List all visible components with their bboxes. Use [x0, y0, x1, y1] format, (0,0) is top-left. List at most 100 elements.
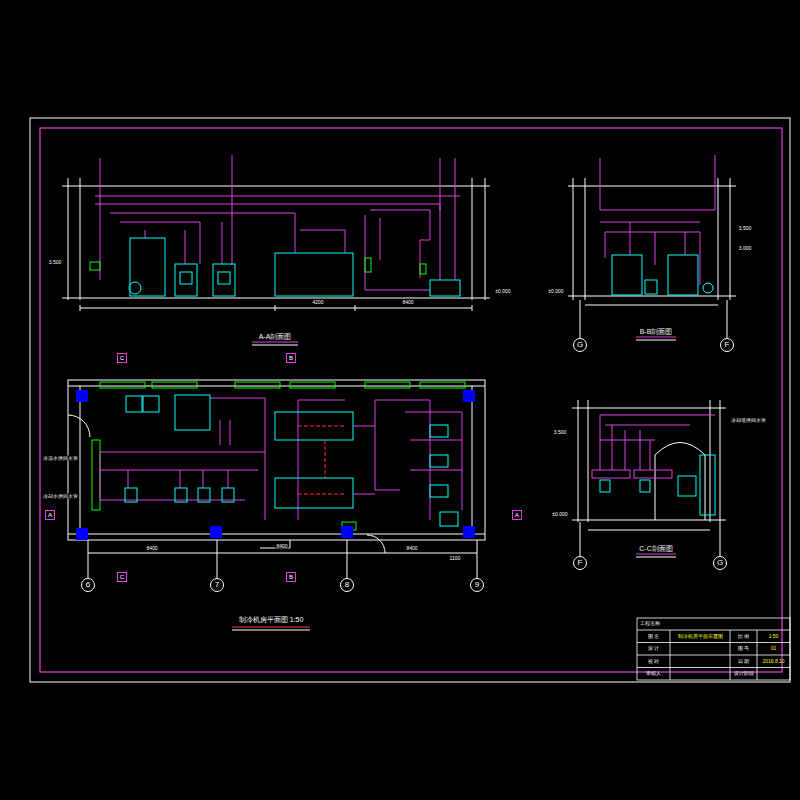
- plan-view-part-part: [420, 382, 465, 388]
- title-block-grid: [637, 618, 790, 680]
- section-aa-part-part: [90, 262, 100, 270]
- plan-view-part-part: [325, 440, 326, 478]
- section-bb-part-part: [730, 178, 731, 300]
- plan-view-part: [92, 382, 465, 530]
- section-cc-part-part: [605, 425, 690, 426]
- plan-view-part-part: [222, 488, 234, 502]
- plan-view-part-part: [375, 400, 430, 520]
- section-cc-part-part: [720, 522, 721, 556]
- plan-view-part-part: [341, 526, 353, 538]
- node-text: 1:50: [769, 634, 779, 639]
- plan-view-part-part: [152, 382, 197, 388]
- plan-view-part-part: [430, 425, 448, 437]
- plan-view-part-part: [430, 455, 448, 467]
- section-aa-part-part: [68, 178, 69, 300]
- plan-view-part-part: [235, 382, 280, 388]
- section-aa-part-part: [365, 258, 371, 272]
- section-aa-part: [252, 342, 298, 343]
- title-block-grid-part: [730, 630, 731, 680]
- title-cell: 设 计: [637, 643, 670, 656]
- plan-view-part-part: [405, 412, 462, 510]
- plan-view-part-part: [198, 488, 210, 502]
- plan-view-part-part: [76, 528, 88, 540]
- section-aa-part-part: [275, 305, 276, 311]
- node-text: 7: [215, 581, 219, 589]
- node-text: A: [48, 512, 52, 518]
- plan-view-part-part: [353, 426, 375, 427]
- section-aa-part-part: [62, 186, 490, 187]
- section-aa-part-part: [232, 155, 233, 265]
- section-cc-part-part: [592, 470, 630, 478]
- node-text: 设 计: [648, 646, 659, 651]
- annotation: ±0.000: [494, 289, 511, 294]
- axis-bubble: F: [720, 338, 734, 352]
- section-aa-part-part: [370, 210, 430, 278]
- section-bb-part-part: [568, 186, 736, 187]
- plan-view-part-part: [126, 396, 142, 412]
- axis-bubble: 9: [470, 578, 484, 592]
- title-block-grid-part: [637, 667, 790, 668]
- plan-view-part-part: [275, 478, 353, 508]
- plan-view-part-part: [375, 400, 400, 490]
- section-bb-part-part: [630, 222, 631, 255]
- annotation: 8400: [401, 300, 414, 305]
- plan-view-part-part: [68, 415, 90, 437]
- annotation: 冷却塔供回水管: [730, 418, 767, 423]
- title-block-grid-part: [637, 618, 790, 680]
- section-aa-part-part: [130, 238, 165, 296]
- view-title: C-C剖面图: [638, 545, 673, 552]
- axis-bubble: 8: [340, 578, 354, 592]
- section-aa-part-part: [222, 222, 223, 264]
- section-aa-part-part: [455, 158, 456, 280]
- node-text: 图 号: [738, 646, 749, 651]
- section-bb-part-part: [668, 255, 698, 295]
- section-aa-part-part: [300, 230, 345, 253]
- section-cc-part-part: [678, 476, 696, 496]
- section-marker: B: [286, 572, 296, 582]
- section-bb-part-part: [715, 155, 716, 210]
- plan-view-part-part: [410, 440, 462, 441]
- section-cc-part-part: [700, 455, 715, 515]
- plan-view-part-part: [353, 494, 375, 495]
- title-cell: 比 例: [730, 630, 757, 643]
- section-cc-part-part: [578, 400, 579, 522]
- section-cc: [572, 400, 726, 557]
- node-text: 工程名称: [640, 621, 660, 626]
- title-block: 工程名称图 名制冷机房平面布置图比 例1:50设 计图 号01校 对日 期201…: [637, 618, 790, 680]
- title-cell: 2016.8.10: [757, 655, 790, 668]
- node-text: 8: [345, 581, 349, 589]
- section-bb-part-part: [727, 300, 728, 338]
- annotation: 4200: [311, 300, 324, 305]
- section-cc-part: [636, 554, 676, 555]
- node-text: 比 例: [738, 634, 749, 639]
- section-aa-part-part: [120, 222, 200, 264]
- title-cell: 图 名: [637, 630, 670, 643]
- plan-view-part: [100, 398, 462, 520]
- title-block-grid-part: [670, 630, 671, 680]
- section-aa-part-part: [95, 196, 460, 197]
- section-aa-part: [62, 178, 490, 311]
- section-bb-part: [612, 255, 713, 295]
- plan-view-part-part: [68, 386, 485, 387]
- section-aa-part-part: [185, 230, 186, 264]
- node-text: 制冷机房平面布置图: [678, 634, 723, 639]
- plan-view-part-part: [68, 534, 485, 535]
- section-marker: C: [117, 572, 127, 582]
- plan-view-part-part: [203, 470, 204, 488]
- section-cc-part: [572, 400, 726, 556]
- section-bb-part-part: [605, 232, 606, 258]
- node-text: C: [120, 355, 124, 361]
- plan-view-part-part: [472, 386, 473, 534]
- annotation: 8400: [405, 546, 418, 551]
- section-cc-part-part: [600, 440, 655, 441]
- title-block-grid-part: [637, 630, 790, 631]
- plan-view-part-part: [80, 386, 81, 534]
- node-text: C: [120, 574, 124, 580]
- title-cell: 设计阶段: [730, 668, 757, 681]
- plan-view-part-part: [143, 396, 159, 412]
- section-cc-part-part: [640, 430, 641, 470]
- section-aa-part-part: [80, 308, 472, 309]
- plan-view-part-part: [210, 398, 265, 520]
